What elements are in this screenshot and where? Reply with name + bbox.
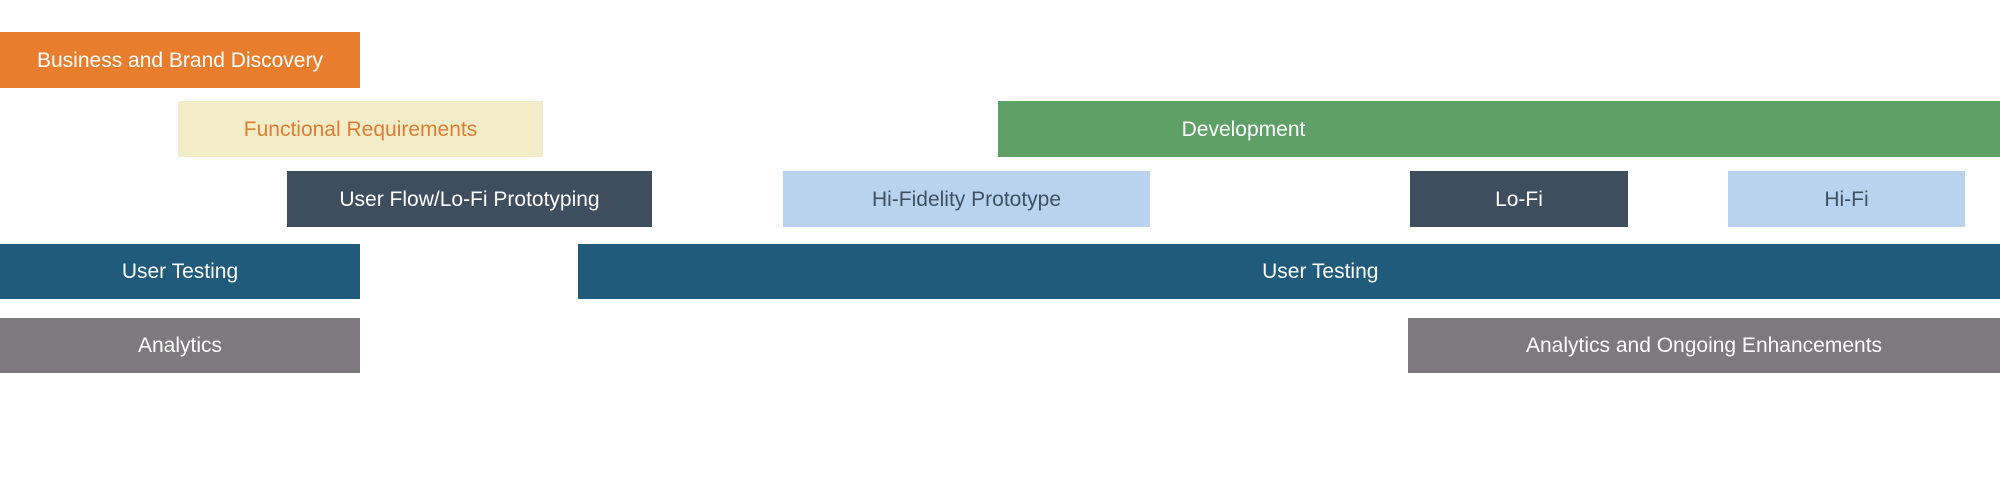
gantt-bar-hi-fi: Hi-Fi xyxy=(1728,171,1965,227)
gantt-bar-user-testing-left: User Testing xyxy=(0,244,360,299)
gantt-bar-label: Functional Requirements xyxy=(243,117,478,141)
gantt-bar-label: User Flow/Lo-Fi Prototyping xyxy=(339,187,600,211)
gantt-bar-user-testing-right: User Testing xyxy=(578,244,2000,299)
gantt-bar-analytics: Analytics xyxy=(0,318,360,373)
gantt-bar-label: Analytics and Ongoing Enhancements xyxy=(1525,334,1883,357)
gantt-bar-analytics-and-ongoing-enhancements: Analytics and Ongoing Enhancements xyxy=(1408,318,2000,373)
gantt-bar-label: Hi-Fidelity Prototype xyxy=(871,187,1062,211)
gantt-bar-development: Development xyxy=(998,101,2000,157)
gantt-bar-label: User Testing xyxy=(1262,260,1379,283)
gantt-bar-label: Lo-Fi xyxy=(1495,187,1543,211)
gantt-bar-label: User Testing xyxy=(121,260,239,283)
gantt-bar-label: Business and Brand Discovery xyxy=(37,48,323,72)
gantt-bar-user-flow-lo-fi-prototyping: User Flow/Lo-Fi Prototyping xyxy=(287,171,652,227)
gantt-bar-functional-requirements: Functional Requirements xyxy=(178,101,543,157)
gantt-bar-label: Development xyxy=(1181,117,1306,141)
gantt-bar-label: Analytics xyxy=(137,334,223,357)
gantt-bar-hi-fidelity-prototype: Hi-Fidelity Prototype xyxy=(783,171,1150,227)
gantt-bar-label: Hi-Fi xyxy=(1824,187,1869,211)
gantt-bar-business-and-brand-discovery: Business and Brand Discovery xyxy=(0,32,360,88)
gantt-bar-lo-fi: Lo-Fi xyxy=(1410,171,1628,227)
